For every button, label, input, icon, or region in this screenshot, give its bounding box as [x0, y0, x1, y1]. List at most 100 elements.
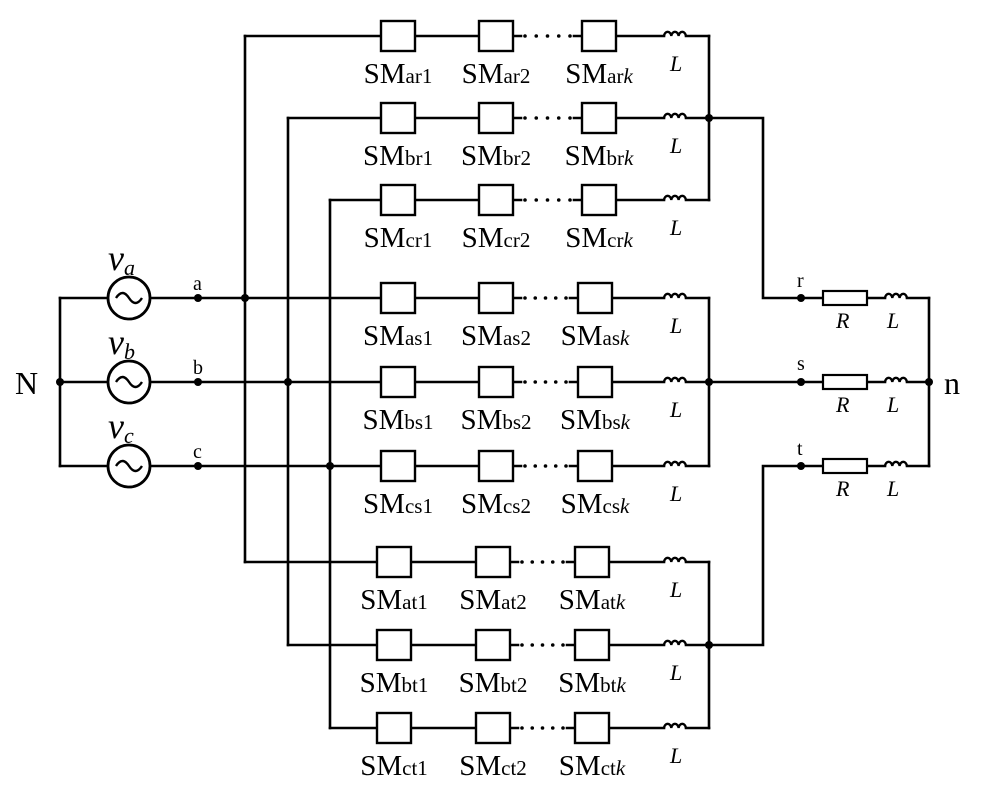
node-label-c: c — [193, 441, 202, 463]
submodule-ark — [580, 19, 618, 53]
load-inductor-t — [883, 460, 909, 467]
load-inductor-label-s: L — [886, 392, 899, 417]
load-branches — [821, 289, 909, 475]
junction-dots — [56, 114, 933, 649]
node-label-r: r — [797, 270, 804, 292]
load-resistor-label-s: R — [835, 392, 850, 417]
load-inductor-label-t: L — [886, 476, 899, 501]
submodule-label: SMcsk — [561, 488, 630, 520]
load-resistor-t — [821, 457, 869, 475]
arm-inductor — [662, 639, 688, 646]
node-label-s: s — [797, 353, 805, 375]
ellipsis-dots — [523, 116, 572, 120]
submodule-label: SMbr1 — [363, 140, 433, 172]
submodule-bt1 — [375, 628, 413, 662]
submodule-label: SMbr2 — [461, 140, 531, 172]
arm-inductor-label: L — [669, 215, 682, 240]
submodule-label: SMcr2 — [462, 222, 531, 254]
submodule-crk — [580, 183, 618, 217]
load-resistor-label-r: R — [835, 308, 850, 333]
submodule-label: SMbs2 — [460, 404, 531, 436]
submodule-bt2 — [474, 628, 512, 662]
submodule-br2 — [477, 101, 515, 135]
submodule-ar1 — [379, 19, 417, 53]
submodule-csk — [576, 449, 614, 483]
submodule-label: SMas1 — [363, 320, 433, 352]
ellipsis-dots — [523, 296, 568, 300]
ellipsis-dots — [523, 380, 568, 384]
submodule-cs1 — [379, 449, 417, 483]
submodule-label: SMbtk — [558, 667, 626, 699]
arm-inductor — [662, 722, 688, 729]
submodule-label: SMat2 — [459, 584, 527, 616]
arm-bt: L SMbt1 SMbt2 SMbtk — [286, 628, 711, 699]
arm-inductor-label: L — [669, 313, 682, 338]
submodule-label: SMct2 — [459, 750, 527, 782]
submodule-label: SMbt1 — [360, 667, 429, 699]
submodule-label: SMctk — [559, 750, 626, 782]
load-resistor-label-t: R — [835, 476, 850, 501]
arm-inductor-label: L — [669, 660, 682, 685]
arm-inductor-label: L — [669, 51, 682, 76]
submodule-ar2 — [477, 19, 515, 53]
arm-inductor — [662, 556, 688, 563]
arm-inductor — [662, 292, 688, 299]
submodule-bsk — [576, 365, 614, 399]
submodule-label: SMcs2 — [461, 488, 531, 520]
load-inductor-s — [883, 376, 909, 383]
submodule-label: SMbs1 — [362, 404, 433, 436]
node-label-t: t — [797, 438, 803, 460]
submodule-label: SMark — [565, 58, 633, 90]
arm-cs: L SMcs1 SMcs2 SMcsk — [328, 449, 711, 520]
source-label-vc: vc — [108, 406, 134, 448]
arm-inductor — [662, 460, 688, 467]
submodule-br1 — [379, 101, 417, 135]
arm-inductor — [662, 112, 688, 119]
arm-inductor-label: L — [669, 481, 682, 506]
submodule-label: SMcr1 — [364, 222, 433, 254]
arm-inductor-label: L — [669, 577, 682, 602]
source-va — [106, 275, 152, 321]
node-label-b: b — [193, 357, 203, 379]
submodule-ct2 — [474, 711, 512, 745]
load-resistor-s — [821, 373, 869, 391]
neutral-label-left: N — [15, 365, 38, 401]
submodule-bs2 — [477, 365, 515, 399]
submodule-bs1 — [379, 365, 417, 399]
submodule-ctk — [573, 711, 611, 745]
submodule-cr1 — [379, 183, 417, 217]
source-vc — [106, 443, 152, 489]
ellipsis-dots — [523, 198, 572, 202]
submodule-ask — [576, 281, 614, 315]
submodule-as2 — [477, 281, 515, 315]
load-inductor-r — [883, 292, 909, 299]
ac-sources — [106, 275, 152, 489]
submodule-brk — [580, 101, 618, 135]
submodule-label: SMas2 — [461, 320, 531, 352]
submodule-label: SMar2 — [462, 58, 531, 90]
submodule-label: SMar1 — [364, 58, 433, 90]
submodule-label: SMbt2 — [459, 667, 528, 699]
submodule-label: SMct1 — [360, 750, 428, 782]
node-label-a: a — [193, 273, 202, 295]
submodule-atk — [573, 545, 611, 579]
arm-ar: L SMar1 SMar2 SMark — [243, 19, 711, 90]
submodule-at1 — [375, 545, 413, 579]
submodule-label: SMatk — [559, 584, 626, 616]
submodule-label: SMcs1 — [363, 488, 433, 520]
load-inductor-label-r: L — [886, 308, 899, 333]
arm-inductor — [662, 376, 688, 383]
source-label-vb: vb — [108, 322, 135, 364]
submodule-label: SMbsk — [560, 404, 631, 436]
ellipsis-dots — [520, 643, 565, 647]
source-vb — [106, 359, 152, 405]
source-label-va: va — [108, 238, 135, 280]
ellipsis-dots — [520, 560, 565, 564]
arm-inductor — [662, 30, 688, 37]
